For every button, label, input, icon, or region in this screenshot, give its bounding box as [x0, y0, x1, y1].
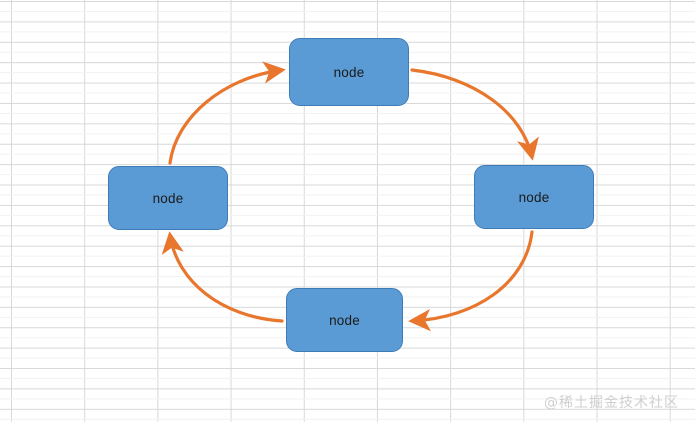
watermark: @稀土掘金技术社区 [544, 395, 679, 411]
node-top-label: node [333, 64, 365, 80]
edge-left-to-top [168, 61, 286, 165]
edge-bottom-to-left [161, 231, 284, 323]
node-left-label: node [152, 190, 184, 206]
node-left[interactable]: node [108, 166, 228, 230]
node-bottom[interactable]: node [286, 288, 403, 352]
node-right[interactable]: node [474, 165, 594, 229]
node-right-label: node [518, 189, 550, 205]
edge-right-to-bottom [408, 230, 534, 332]
edge-top-to-right [410, 68, 539, 161]
node-top[interactable]: node [289, 38, 409, 106]
node-bottom-label: node [329, 312, 360, 328]
